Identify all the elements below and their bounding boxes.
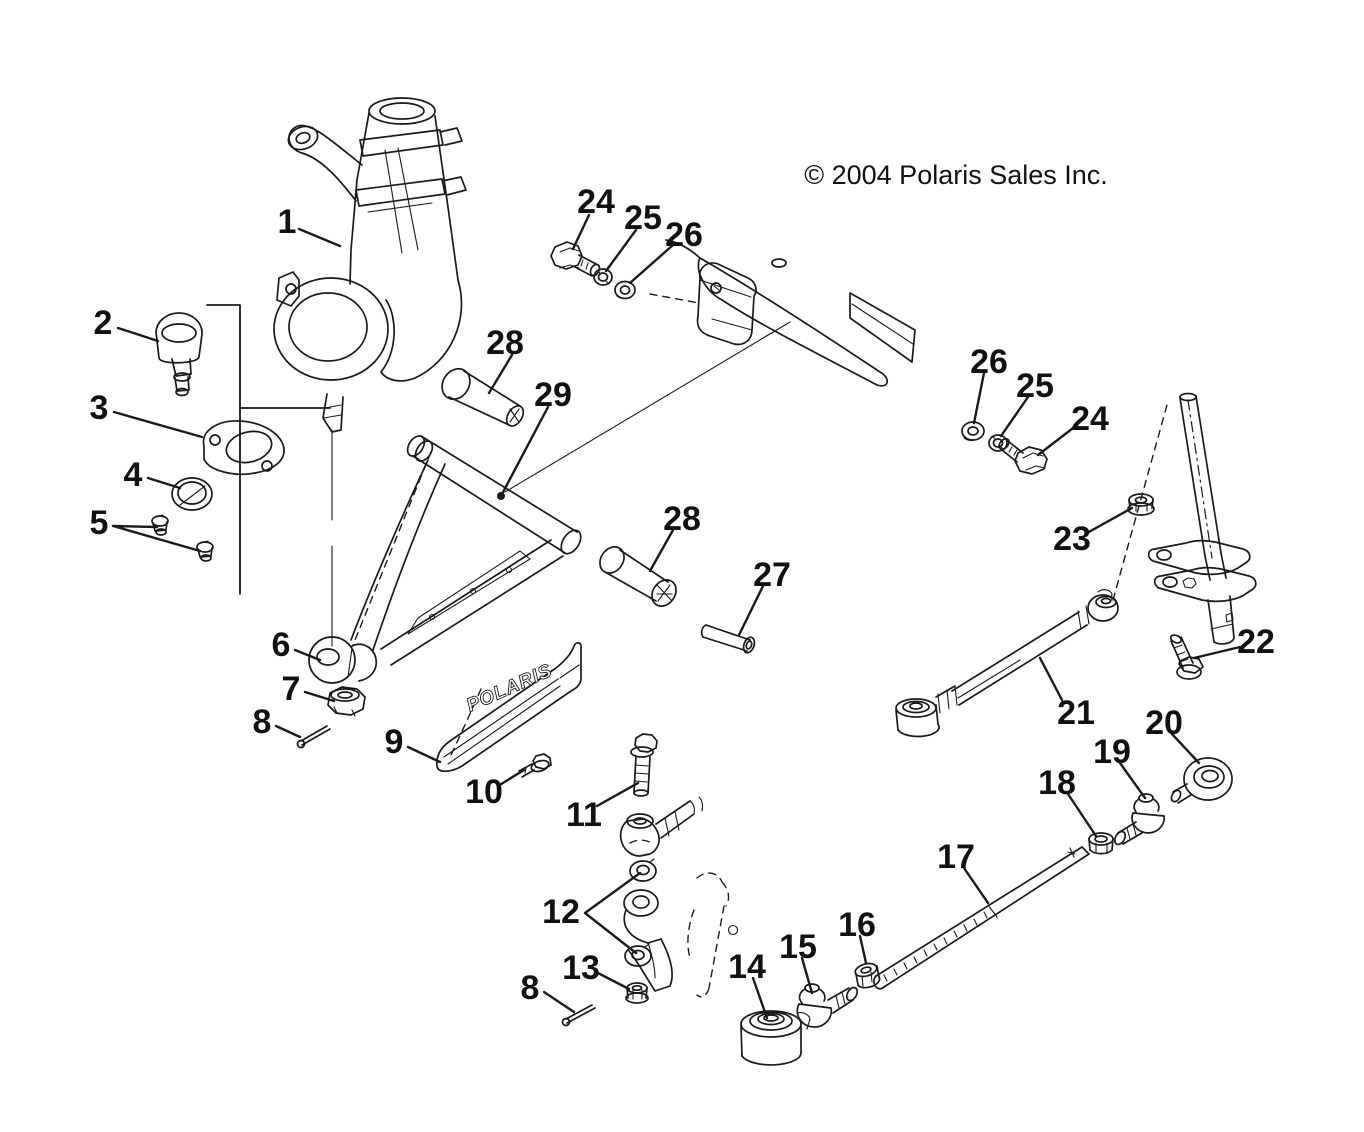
callout-26a: 26	[665, 216, 703, 254]
callout-14: 14	[728, 948, 766, 986]
callout-12: 12	[542, 893, 580, 931]
steering-column	[1147, 392, 1257, 645]
callout-18: 18	[1038, 764, 1076, 802]
part-23-flange-nut	[1127, 493, 1155, 516]
callout-19: 19	[1093, 733, 1131, 771]
part-15-tie-rod-end	[796, 983, 859, 1028]
callout-24a: 24	[577, 183, 615, 221]
part-21-drag-link	[895, 404, 1168, 738]
bellcrank-bracket	[623, 839, 739, 998]
callout-4: 4	[124, 456, 143, 494]
callout-9: 9	[385, 723, 404, 761]
leader-lines	[111, 213, 1242, 1020]
callout-15: 15	[779, 928, 817, 966]
callout-25b: 25	[1016, 367, 1054, 405]
callout-27: 27	[753, 556, 791, 594]
part-8-cotter-pin-bottom	[561, 1004, 596, 1027]
part-11-flange-bolt	[630, 733, 658, 797]
copyright-text: © 2004 Polaris Sales Inc.	[804, 160, 1108, 190]
guard-logo-text: POLARIS	[463, 660, 555, 716]
callout-24b: 24	[1071, 400, 1109, 438]
callout-29: 29	[534, 376, 572, 414]
part-4-bushing	[171, 477, 213, 511]
part-2-ball-joint	[155, 312, 203, 397]
part-20-rod-end-boot	[1170, 757, 1233, 804]
callout-8b: 8	[521, 969, 540, 1007]
frame-rail	[504, 239, 916, 493]
callout-25a: 25	[624, 199, 662, 237]
diagram-artwork: POLARIS	[151, 97, 1257, 1066]
part-22-bolt	[1169, 634, 1204, 680]
callout-6: 6	[272, 626, 291, 664]
callout-23: 23	[1053, 520, 1091, 558]
part-17-tie-rod	[873, 846, 1090, 990]
callout-17: 17	[937, 838, 975, 876]
part-6-arm-ball-end	[308, 636, 378, 684]
callout-26b: 26	[970, 343, 1008, 381]
callout-13: 13	[562, 949, 600, 987]
callout-labels: 1 2 3 4 5 6 7 8 9 10 11 12 13 8 14 15 16…	[90, 183, 1275, 1007]
callout-28b: 28	[663, 500, 701, 538]
part-8-cotter-pin-left	[296, 725, 331, 749]
part-13-flange-nut	[625, 982, 649, 1004]
callout-16: 16	[838, 906, 876, 944]
callout-22: 22	[1237, 623, 1275, 661]
callout-11: 11	[566, 796, 602, 834]
callout-5: 5	[90, 504, 109, 542]
part-14-boot	[740, 1010, 811, 1066]
part-24-bolt-right	[998, 437, 1048, 475]
part-3-gasket	[202, 420, 285, 476]
callout-3: 3	[90, 389, 109, 427]
part-18-jam-nut	[1088, 832, 1114, 855]
part-28-pivot-tube-upper	[441, 367, 525, 427]
part-1-steering-knuckle	[273, 97, 467, 647]
group-bracket-2-5	[206, 304, 331, 595]
part-26-washer-left	[614, 280, 636, 300]
part-25-lockwasher-right	[988, 434, 1008, 452]
part-9-guard: POLARIS	[436, 642, 582, 773]
part-24-bolt-left	[550, 241, 601, 277]
callout-1: 1	[278, 203, 297, 241]
part-27-spacer	[700, 624, 756, 654]
callout-7: 7	[282, 670, 301, 708]
callout-10: 10	[465, 773, 503, 811]
callout-20: 20	[1145, 704, 1183, 742]
part-25-lockwasher-left	[593, 268, 613, 286]
part-19-tie-rod-end	[1113, 793, 1165, 846]
part-26-washer-right	[961, 421, 985, 441]
part-10-bolt	[518, 753, 552, 778]
callout-28a: 28	[486, 324, 524, 362]
part-5-screws	[151, 514, 214, 562]
inner-tie-rod-end	[619, 796, 704, 857]
part-29-a-arm	[350, 435, 582, 666]
part-28-pivot-tube-lower	[599, 546, 677, 607]
callout-2: 2	[94, 304, 113, 342]
part-16-jam-nut	[854, 962, 881, 989]
callout-8a: 8	[253, 703, 272, 741]
part-7-castle-nut	[327, 686, 366, 717]
callout-21: 21	[1057, 694, 1095, 732]
